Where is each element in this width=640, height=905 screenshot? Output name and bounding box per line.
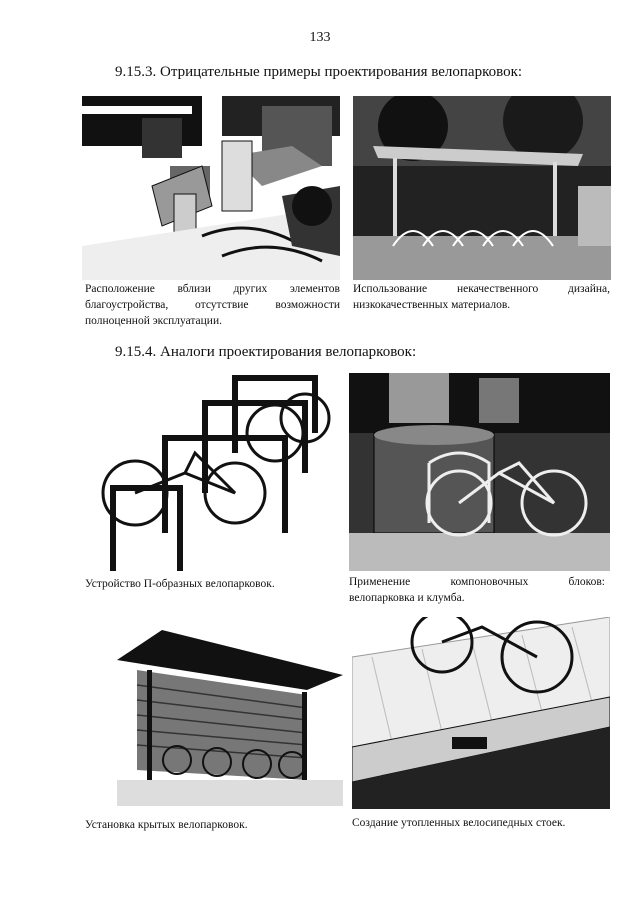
caption-analog-2: Применение компоновочных блоков: велопар… (349, 574, 605, 606)
section-heading-negative-examples: 9.15.3. Отрицательные примеры проектиров… (115, 64, 523, 80)
caption-line: полноценной эксплуатации. (85, 315, 222, 327)
caption-analog-1: Устройство П-образных велопарковок. (85, 576, 340, 592)
caption-line: Расположение вблизи других элементов (85, 283, 340, 295)
photo-parking-near-landscaping (82, 96, 340, 280)
caption-line: Установка крытых велопарковок. (85, 819, 248, 831)
photo-poor-design-shelter (353, 96, 611, 280)
caption-negative-1: Расположение вблизи других элементов бла… (85, 281, 340, 329)
caption-line: Использование некачественного дизайна, (353, 283, 610, 295)
caption-line: Устройство П-образных велопарковок. (85, 578, 275, 590)
caption-line: благоустройства, отсутствие возможности (85, 299, 340, 311)
photo-rack-with-flowerbed (349, 373, 610, 571)
caption-analog-3: Установка крытых велопарковок. (85, 817, 340, 833)
caption-line: низкокачественных материалов. (353, 299, 511, 311)
photo-u-shaped-racks (85, 373, 340, 571)
caption-line: Создание утопленных велосипедных стоек. (352, 817, 566, 829)
caption-negative-2: Использование некачественного дизайна, н… (353, 281, 610, 313)
caption-line: Применение компоновочных блоков: (349, 576, 605, 588)
section-heading-analogs: 9.15.4. Аналоги проектирования велопарко… (115, 344, 417, 360)
caption-analog-4: Создание утопленных велосипедных стоек. (352, 815, 610, 831)
photo-recessed-stands (352, 617, 610, 809)
caption-line: велопарковка и клумба. (349, 592, 465, 604)
photo-covered-parking (117, 630, 343, 806)
page-number: 133 (309, 30, 331, 45)
